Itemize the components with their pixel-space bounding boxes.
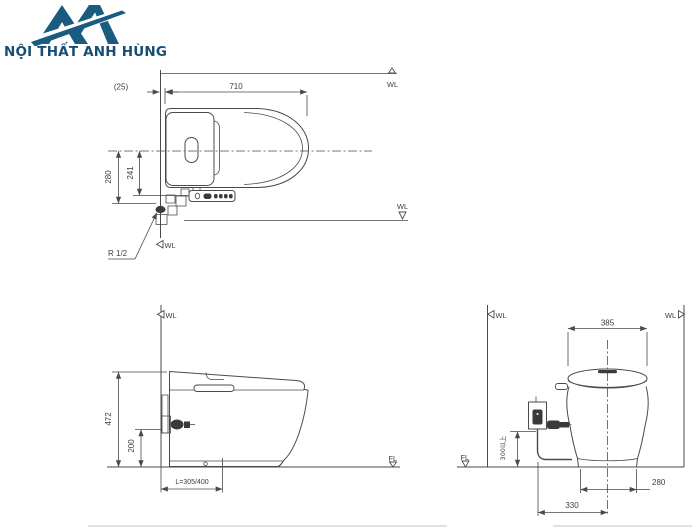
wall-level-marker-top: WL [387, 67, 398, 89]
dim-241: 241 [126, 151, 188, 196]
inlet-tab [555, 383, 568, 390]
dim-outlet-height: 300以上 [498, 431, 536, 467]
dim-gap-25: (25) [114, 83, 179, 104]
panel-button [219, 194, 223, 199]
dim-330-label: 330 [565, 501, 579, 510]
panel-knob [194, 192, 201, 200]
level-triangle-icon [398, 211, 407, 221]
control-panel [188, 188, 236, 202]
base-cap [203, 461, 208, 466]
floor-level-marker: FL [461, 453, 470, 468]
lid-slot [598, 370, 617, 374]
dim-241-label: 241 [126, 166, 135, 180]
dim-200: 200 [127, 429, 162, 467]
dim-gap-label: (25) [114, 83, 129, 92]
panel-button [224, 194, 228, 199]
level-triangle-icon [678, 309, 686, 319]
floor-level-marker: FL [388, 454, 398, 468]
dim-385-label: 385 [601, 319, 615, 328]
tank-lid [567, 368, 648, 389]
supply-inlet [155, 205, 166, 214]
plan-view: WL [104, 67, 408, 260]
toilet-side-outline [169, 371, 309, 467]
wall-level-marker-left: WL [486, 309, 507, 320]
wl-wall-label: WL [165, 241, 176, 250]
dim-280-label: 280 [652, 478, 666, 487]
dim-200-label: 200 [127, 439, 136, 453]
flush-recess [184, 137, 199, 163]
rear-elevation-view: WL WL FL [457, 305, 686, 516]
supply-thread-label: R 1/2 [108, 249, 128, 258]
dim-280-rear: 280 [580, 469, 666, 493]
panel-button [229, 194, 233, 199]
toilet-plan-outline [165, 108, 309, 188]
brand-logo: NỘI THẤT ANH HÙNG [4, 2, 168, 60]
dim-rough-in: L=305/400 [160, 467, 223, 493]
plug [547, 420, 560, 429]
fl-label: FL [389, 454, 398, 463]
dim-depth-label: 710 [229, 82, 243, 91]
dim-280: 280 [104, 151, 156, 204]
level-triangle-icon [156, 309, 165, 319]
dim-472: 472 [104, 371, 167, 467]
panel-button [214, 194, 218, 199]
brand-name: NỘI THẤT ANH HÙNG [4, 44, 168, 60]
socket [532, 409, 543, 425]
power-cord [536, 429, 572, 461]
level-triangle-icon [387, 67, 397, 74]
wl-label: WL [166, 311, 177, 320]
wl-top-label: WL [387, 80, 398, 89]
wall-level-marker: WL [156, 309, 177, 320]
supply-thread-callout: R 1/2 [108, 212, 158, 260]
dim-depth-710: 710 [165, 82, 308, 116]
level-triangle-icon [461, 460, 470, 468]
valve-handle [170, 419, 184, 430]
dim-385: 385 [567, 319, 648, 366]
level-triangle-icon [486, 309, 495, 319]
dim-330: 330 [537, 462, 608, 516]
seat-hinge [193, 384, 235, 392]
stop-valve [161, 394, 195, 434]
supply-fitting [155, 188, 190, 225]
dim-outlet-height-label: 300以上 [498, 436, 507, 461]
dim-472-label: 472 [104, 412, 113, 426]
dim-280-label: 280 [104, 170, 113, 184]
level-triangle-icon [388, 461, 398, 468]
power-outlet [528, 396, 572, 461]
wl-side-label: WL [397, 202, 408, 211]
toilet-rear-outline [555, 368, 649, 467]
fl-label: FL [461, 453, 470, 462]
wall-level-marker-right: WL [665, 309, 686, 320]
brand-logo-icon [29, 5, 129, 46]
wall-level-marker-side: WL [397, 202, 408, 221]
tank-plan [165, 112, 215, 186]
wl-right-label: WL [665, 311, 676, 320]
panel-button [203, 193, 212, 199]
wall-level-marker-bottom: WL [155, 239, 176, 250]
level-triangle-icon [155, 239, 164, 249]
wl-left-label: WL [496, 311, 507, 320]
side-elevation-view: WL FL 472 [104, 305, 400, 493]
dim-rough-in-label: L=305/400 [175, 479, 208, 486]
